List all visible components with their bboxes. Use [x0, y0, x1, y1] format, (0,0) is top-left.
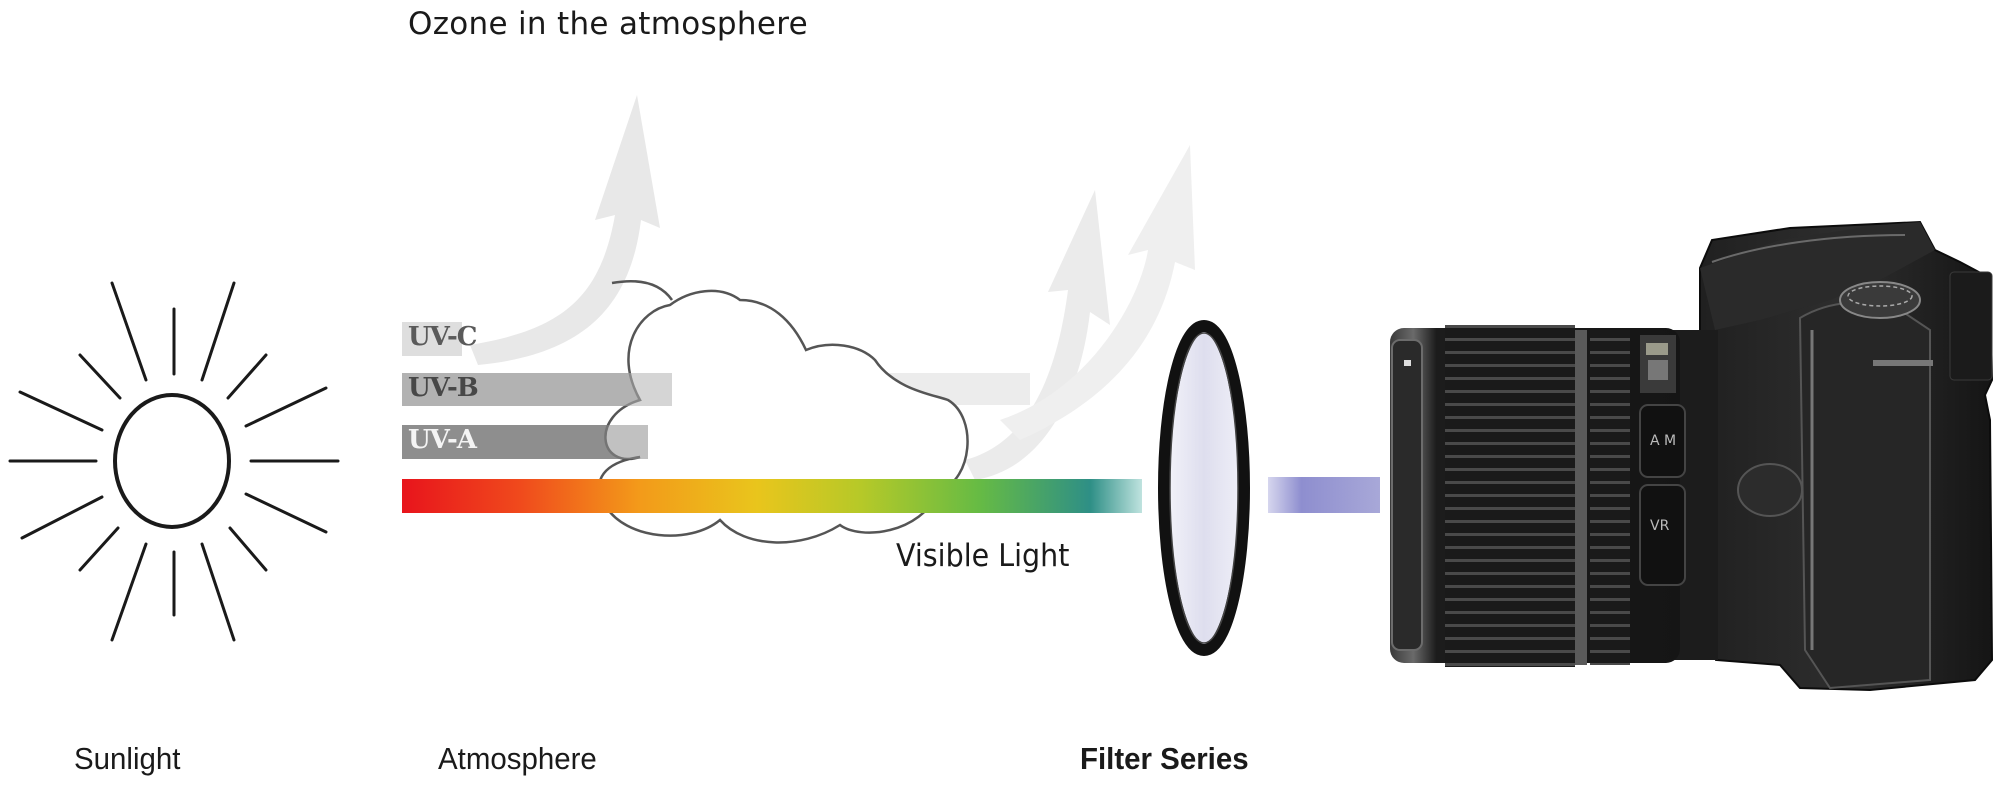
svg-text:A M: A M [1650, 433, 1676, 449]
filter-series-label: Filter Series [1080, 741, 1249, 776]
sun-icon [8, 281, 340, 642]
uv-filter-icon [1158, 320, 1250, 656]
uv-c-label: UV-C [408, 322, 477, 352]
uv-a-label: UV-A [408, 425, 477, 455]
visible-light-label: Visible Light [896, 538, 1070, 574]
svg-text:VR: VR [1650, 518, 1670, 534]
diagram-title: Ozone in the atmosphere [408, 6, 808, 42]
uv-c-band [402, 322, 462, 356]
atmosphere-label: Atmosphere [438, 741, 597, 776]
camera-icon: A M VR [1390, 220, 1994, 692]
sunlight-label: Sunlight [74, 741, 181, 776]
visible-light-spectrum [402, 479, 1142, 513]
uv-b-label: UV-B [408, 373, 479, 403]
filtered-light-beam [1268, 477, 1380, 513]
